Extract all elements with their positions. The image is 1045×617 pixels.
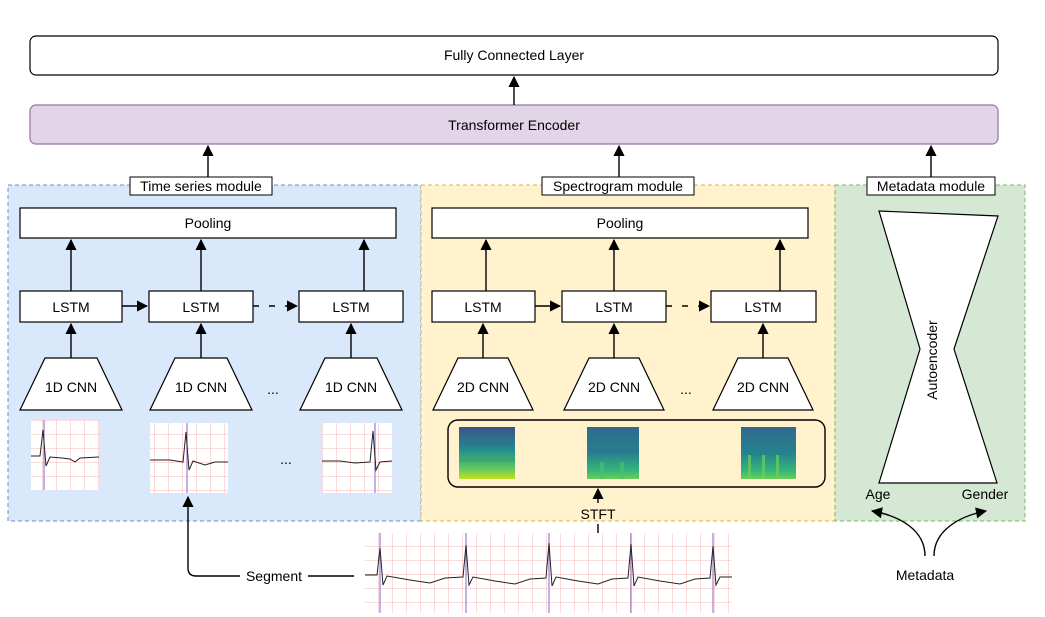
sp-lstm-1-label: LSTM [464,299,501,315]
segment-label: Segment [246,568,302,584]
spectrogram-image-1 [459,427,515,479]
sp-lstm-2-label: LSTM [595,299,632,315]
sp-lstm-3 [710,290,817,323]
ts-lstm-2-label: LSTM [182,299,219,315]
spectrogram-image-2 [587,427,639,479]
ts-cnn-1-label: 1D CNN [45,379,97,395]
spectrogram-title-box [541,176,695,196]
time-series-title-box [129,176,273,196]
ts-lstm-3 [298,290,404,323]
sp-cnn-1-label: 2D CNN [457,379,509,395]
ts-cnn-2 [149,357,253,411]
sp-cnn-2 [563,357,665,411]
ts-cnn-3-label: 1D CNN [325,379,377,395]
stft-label: STFT [581,506,616,522]
sp-lstm-1 [431,290,536,323]
fully-connected-layer-box [29,35,999,76]
sp-cnn-3-label: 2D CNN [737,379,789,395]
autoencoder-shape [878,210,999,484]
ts-cnn-3 [299,357,403,411]
ts-cnn-2-label: 1D CNN [175,379,227,395]
time-series-title: Time series module [140,178,262,194]
ts-lstm-1-label: LSTM [52,299,89,315]
metadata-to-gender-arrow [933,507,988,557]
transformer-encoder-label: Transformer Encoder [448,117,580,133]
ecg-full-signal [365,533,732,613]
gender-label: Gender [962,486,1009,502]
ts-cnn-ellipsis: ... [267,381,279,397]
ts-ecg-segment-2 [150,423,228,493]
ts-lstm-3-label: LSTM [332,299,369,315]
metadata-label: Metadata [896,567,955,583]
ts-lstm-1 [19,290,123,323]
sp-pooling-box [431,207,809,239]
age-label: Age [866,486,891,502]
metadata-to-age-arrow [870,507,926,557]
ts-lstm-2 [148,290,254,323]
sp-cnn-1 [432,357,534,411]
sp-cnn-ellipsis: ... [680,381,692,397]
autoencoder-label: Autoencoder [924,320,940,400]
spectrogram-image-3 [741,427,796,479]
sp-lstm-3-label: LSTM [744,299,781,315]
ts-ecg-segment-1 [31,420,100,490]
spectrogram-group-box [447,419,826,488]
ts-pooling-label: Pooling [185,215,232,231]
segment-to-ts-arrow [182,495,240,577]
ts-cnn-1 [19,357,123,411]
spectrogram-title: Spectrogram module [553,178,683,194]
metadata-title-box [866,176,996,196]
fully-connected-layer-label: Fully Connected Layer [444,47,584,63]
sp-pooling-label: Pooling [597,215,644,231]
metadata-title: Metadata module [877,178,985,194]
sp-cnn-3 [712,357,814,411]
sp-cnn-2-label: 2D CNN [588,379,640,395]
ts-segment-ellipsis: ... [280,451,292,467]
ts-ecg-segment-3 [322,423,393,493]
ts-pooling-box [19,207,397,239]
